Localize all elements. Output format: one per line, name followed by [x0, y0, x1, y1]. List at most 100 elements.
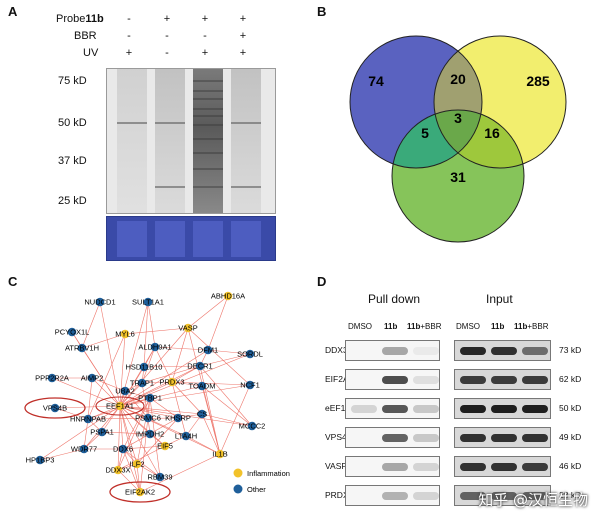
network-node: NUDCD1: [84, 298, 115, 307]
network-node: ILF2: [129, 460, 144, 469]
network-node-label: ALDH9A1: [138, 343, 171, 352]
network-edge: [122, 448, 161, 478]
network-edge: [136, 397, 151, 465]
pd-col-11b: 11b: [384, 322, 398, 331]
network-edge: [119, 405, 161, 478]
network-edge: [119, 333, 126, 407]
network-node-dot: [115, 401, 125, 411]
network-edge: [87, 417, 179, 420]
venn-left-right-count: 20: [450, 71, 466, 87]
network-node-label: WDR77: [71, 445, 97, 454]
venn-overlap-right-bottom: [434, 110, 524, 168]
network-node: PSMC6: [135, 414, 161, 423]
network-edge: [81, 333, 126, 349]
network-edge: [154, 346, 173, 383]
network-node: ATRBV1H: [65, 344, 99, 353]
probe-row-label: Probe11b: [56, 13, 104, 25]
network-node-label: TOADM: [189, 382, 216, 391]
network-edge: [119, 405, 166, 447]
blot-band: [460, 376, 486, 384]
network-node: DECR1: [187, 362, 212, 371]
watermark: 知乎 @汉恒生物: [478, 491, 588, 509]
network-node-label: CS: [197, 410, 207, 419]
network-node-dot: [79, 444, 89, 454]
input-blot-strip: [454, 340, 551, 361]
probe-lane2: +: [163, 13, 171, 25]
network-node: PRDX3: [159, 378, 184, 387]
network-edge: [81, 301, 101, 349]
blot-row-label: DDX3X: [325, 345, 354, 355]
network-edge: [119, 349, 209, 407]
network-edge: [99, 301, 121, 407]
network-node: DFM1: [198, 346, 218, 355]
blot-band: [413, 434, 439, 442]
network-node-dot: [223, 291, 233, 301]
legend-inflammation-dot: [233, 468, 243, 478]
network-node-dot: [77, 343, 87, 353]
in-col-11b: 11b: [491, 322, 505, 331]
blot-band: [522, 347, 548, 355]
pull-down-title: Pull down: [368, 292, 421, 306]
network-node: AIMP2: [81, 374, 104, 383]
network-node-dot: [50, 403, 60, 413]
network-edge: [139, 397, 151, 493]
venn-bottom-only-count: 31: [450, 169, 466, 185]
blot-band: [460, 434, 486, 442]
network-node: UBA2: [115, 387, 135, 396]
network-node-dot: [181, 431, 191, 441]
blot-band: [522, 376, 548, 384]
network-node-dot: [143, 297, 153, 307]
network-edge: [122, 445, 166, 450]
blot-mw-label: 49 kD: [559, 432, 582, 442]
network-node: IMPDH2: [136, 430, 164, 439]
network-edge: [141, 382, 149, 419]
network-node-label: PTBP1: [138, 394, 162, 403]
network-edge: [54, 405, 121, 409]
network-edge: [91, 377, 121, 407]
blot-band: [491, 492, 517, 500]
venn-diagram: 74 285 20 3 5 16 31: [349, 35, 567, 243]
network-edge: [91, 377, 126, 392]
network-node: HNRNPAB: [70, 415, 106, 424]
network-edge: [201, 413, 221, 455]
network-edge: [119, 346, 156, 407]
network-edge: [149, 397, 179, 419]
network-node: TRAP1: [130, 379, 154, 388]
network-node-label: DDX6: [113, 445, 133, 454]
network-node: ABHD16A: [211, 292, 245, 301]
network-node-dot: [203, 345, 213, 355]
network-edge: [141, 346, 156, 384]
network-node: EEF1A1: [106, 402, 134, 411]
bbr-lane4: +: [239, 30, 247, 42]
in-col-11b-bbr: 11b+BBR: [514, 322, 549, 331]
network-node: HP1BP3: [26, 456, 55, 465]
blot-band: [522, 492, 548, 500]
marker-37kd: 37 kD: [58, 155, 87, 167]
network-node-label: VPS4B: [43, 404, 67, 413]
in-gel-fluorescence-image: [106, 68, 276, 214]
network-edge: [124, 327, 189, 335]
network-node-dot: [195, 361, 205, 371]
pulldown-blot-strip: [345, 456, 440, 477]
legend-other-dot: [233, 484, 243, 494]
network-edge: [124, 390, 149, 419]
network-node-label: DECR1: [187, 362, 212, 371]
network-edge: [119, 365, 201, 407]
blot-band: [522, 463, 548, 471]
venn-left-bottom-count: 5: [421, 125, 429, 141]
network-node-dot: [35, 455, 45, 465]
network-node: SORDL: [237, 350, 263, 359]
network-node-label: IL1B: [212, 450, 227, 459]
network-edge: [143, 301, 149, 368]
network-edge: [141, 381, 173, 384]
network-node-label: PPP2R2A: [35, 374, 69, 383]
eif2ak2-highlight: [109, 481, 171, 503]
network-node-dot: [87, 373, 97, 383]
network-edge: [154, 346, 209, 351]
panel-c-letter: C: [8, 274, 18, 289]
blot-band: [413, 405, 439, 413]
blot-mw-label: 28 kD: [559, 490, 582, 500]
marker-50kd: 50 kD: [58, 117, 87, 129]
network-node-dot: [135, 487, 145, 497]
